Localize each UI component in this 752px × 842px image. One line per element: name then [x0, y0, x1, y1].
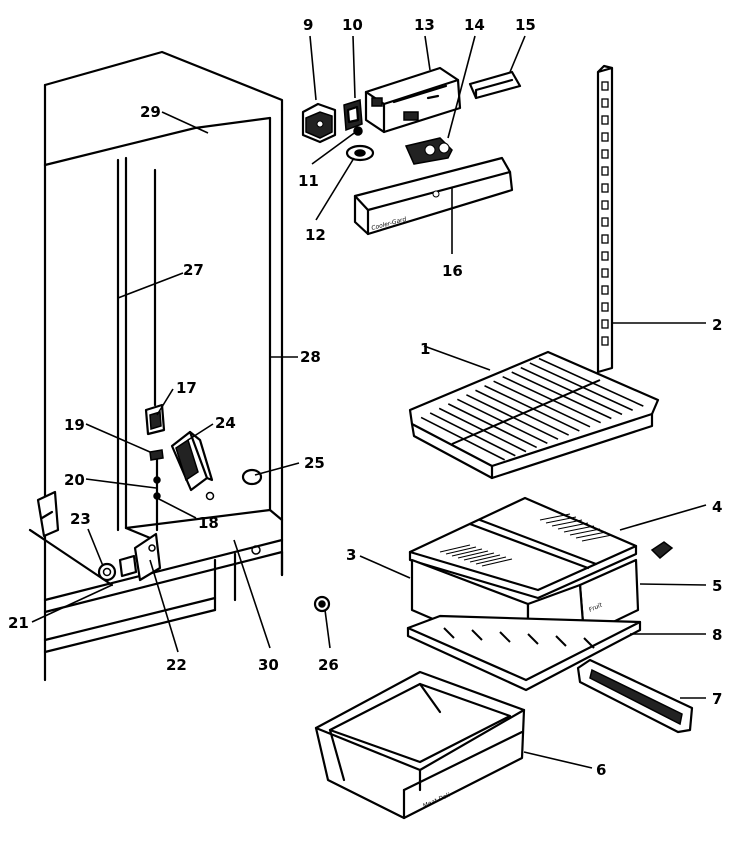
wire-shelf-1 — [408, 350, 660, 480]
callout-20: 20 — [64, 471, 85, 489]
cover-texture — [451, 548, 483, 557]
callout-19: 19 — [64, 416, 85, 434]
cover-texture — [475, 556, 507, 565]
tray-slot — [527, 633, 539, 645]
tray-slot — [499, 631, 511, 643]
callout-30: 30 — [258, 656, 279, 674]
rail-slot — [601, 132, 609, 142]
cover-texture — [539, 513, 571, 521]
callout-25: 25 — [304, 454, 325, 472]
shelf-wire — [451, 379, 601, 445]
callout-13: 13 — [414, 16, 435, 34]
cover-texture — [551, 519, 583, 527]
rail-slot — [601, 200, 609, 210]
callout-3: 3 — [346, 546, 356, 564]
cover-texture — [545, 516, 577, 524]
cover-texture — [439, 544, 471, 553]
part-9 — [301, 102, 337, 144]
callout-16: 16 — [442, 262, 463, 280]
cover-texture — [457, 550, 489, 559]
part-14 — [404, 137, 453, 165]
cover-texture — [445, 546, 477, 555]
rail-slot — [601, 217, 609, 227]
part-11 — [353, 126, 363, 136]
callout-labels: 29 27 28 17 19 24 25 20 18 23 21 22 30 2… — [8, 16, 722, 779]
shelf-wire — [493, 380, 591, 428]
shelf-wire — [538, 357, 644, 407]
rail-slot — [601, 251, 609, 261]
callout-23: 23 — [70, 510, 91, 528]
callout-9: 9 — [303, 16, 313, 34]
shelf-wire — [529, 362, 634, 411]
callout-14: 14 — [464, 16, 485, 34]
rail-slot — [601, 183, 609, 193]
callout-6: 6 — [596, 761, 606, 779]
part-13 — [364, 66, 462, 134]
cover-texture — [563, 525, 595, 533]
callout-21: 21 — [8, 614, 29, 632]
callout-5: 5 — [712, 577, 722, 595]
callout-7: 7 — [712, 690, 722, 708]
rail-slot — [601, 302, 609, 312]
tray-slot — [443, 627, 455, 639]
cover-texture — [557, 522, 589, 530]
shelf-rail-2 — [596, 64, 614, 374]
part-26-screw — [313, 595, 331, 613]
tray-slot — [583, 637, 595, 649]
rail-slot — [601, 81, 609, 91]
svg-text:Meat-Deli: Meat-Deli — [422, 792, 451, 810]
rail-slot — [601, 268, 609, 278]
callout-4: 4 — [712, 498, 722, 516]
tray-slot — [555, 635, 567, 647]
refrigerator-cabinet — [28, 50, 284, 682]
callout-2: 2 — [712, 316, 722, 334]
callout-28: 28 — [300, 348, 321, 366]
shelf-wire — [511, 371, 612, 420]
cover-texture — [581, 534, 613, 542]
rail-slot — [601, 319, 609, 329]
cover-texture — [481, 558, 513, 567]
callout-24: 24 — [215, 414, 236, 432]
part-15 — [468, 70, 522, 100]
control-assembly — [97, 403, 263, 582]
callout-26: 26 — [318, 656, 339, 674]
shelf-wire — [520, 366, 623, 416]
cover-texture — [575, 531, 607, 539]
meat-drawer-6: Meat-Deli — [314, 670, 526, 820]
callout-1: 1 — [420, 340, 430, 358]
rail-slot — [601, 115, 609, 125]
callout-27: 27 — [183, 261, 204, 279]
cover-texture — [569, 528, 601, 536]
callout-22: 22 — [166, 656, 187, 674]
part-7-rail — [576, 658, 694, 734]
rail-slot — [601, 336, 609, 346]
cover-texture — [469, 554, 501, 563]
callout-15: 15 — [515, 16, 536, 34]
cover-texture — [463, 552, 495, 561]
part-12 — [345, 144, 375, 162]
rail-slot — [601, 98, 609, 108]
crisper-assembly: Vegetable Fruit — [406, 496, 674, 692]
rail-slot — [601, 166, 609, 176]
tray-slot — [471, 629, 483, 641]
callout-8: 8 — [712, 626, 722, 644]
shelf-wire — [484, 385, 580, 432]
callout-18: 18 — [198, 514, 219, 532]
callout-17: 17 — [176, 379, 197, 397]
callout-29: 29 — [140, 103, 161, 121]
part-16-cover: Cooler-Gard — [353, 156, 514, 236]
rail-slot — [601, 234, 609, 244]
rail-slot — [601, 149, 609, 159]
callout-12: 12 — [305, 226, 326, 244]
rail-slot — [601, 285, 609, 295]
part-10 — [343, 99, 363, 132]
callout-11: 11 — [298, 172, 319, 190]
shelf-wire — [502, 375, 602, 424]
leader-lines — [31, 35, 707, 769]
callout-10: 10 — [342, 16, 363, 34]
